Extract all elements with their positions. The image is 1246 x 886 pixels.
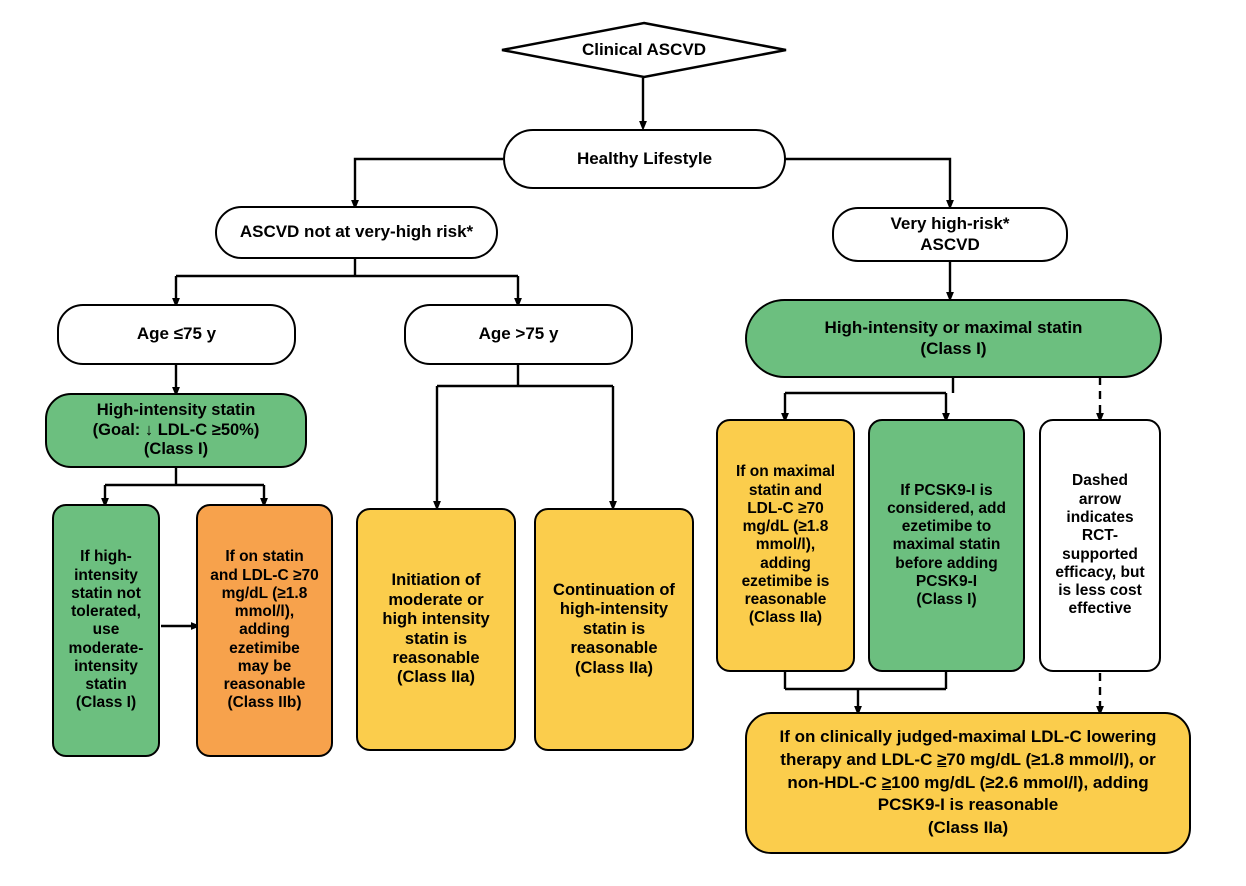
line: mg/dL (≥1.8 [221,584,308,602]
node-high-intensity-statin-goal[interactable]: High-intensity statin (Goal: ↓ LDL-C ≥50… [45,393,307,468]
line: mg/dL (≥1.8 [742,518,829,536]
line: Continuation of [553,580,675,599]
node-high-or-maximal-statin-line1: High-intensity or maximal statin [824,318,1083,338]
line: statin is [404,629,468,648]
line: therapy and LDL-C ≥70 mg/dL (≥1.8 mmol/l… [780,749,1155,772]
line: ezetimibe is [741,572,830,590]
node-ascvd-not-very-high-risk-label: ASCVD not at very-high risk* [239,222,474,242]
node-dashed-arrow-legend: Dashed arrow indicates RCT- supported ef… [1039,419,1161,672]
line: moderate or [388,590,484,609]
line: moderate- [68,639,144,657]
node-high-intensity-statin-goal-line2: (Goal: ↓ LDL-C ≥50%) [92,420,260,439]
line: intensity [74,657,138,675]
node-initiation-moderate-high[interactable]: Initiation of moderate or high intensity… [356,508,516,751]
line: LDL-C ≥70 [747,499,824,517]
node-age-gt-75-label: Age >75 y [478,324,559,344]
line: use [92,621,120,639]
line: Initiation of [391,571,481,590]
line: adding [239,621,290,639]
seg: therapy and LDL-C [780,749,938,769]
line: intensity [74,566,138,584]
node-ascvd-not-very-high-risk[interactable]: ASCVD not at very-high risk* [215,206,498,259]
line: reasonable [392,648,480,667]
node-high-intensity-statin-goal-line1: High-intensity statin [96,401,256,420]
line: may be [237,657,292,675]
line: maximal statin [892,536,1001,554]
line: If on clinically judged-maximal LDL-C lo… [779,726,1157,746]
line: ezetimibe [229,639,300,657]
line: and LDL-C ≥70 [210,566,319,584]
line: statin [85,676,127,694]
line: If on statin [225,548,304,566]
node-very-high-risk-ascvd-line1: Very high-risk* [890,214,1010,234]
line: indicates [1066,508,1134,526]
node-continuation-high-intensity[interactable]: Continuation of high-intensity statin is… [534,508,694,751]
line: before adding [895,554,998,572]
line: Dashed [1072,472,1128,490]
line: effective [1068,600,1132,618]
node-healthy-lifestyle-label: Healthy Lifestyle [576,148,713,168]
line: statin not [71,584,141,602]
line: mmol/l), [755,536,816,554]
line: arrow [1078,490,1122,508]
node-age-gt-75[interactable]: Age >75 y [404,304,633,365]
diamond-shape [501,21,787,79]
node-pcsk9i-considered[interactable]: If PCSK9-I is considered, add ezetimibe … [868,419,1025,672]
line: PCSK9-I [915,572,978,590]
line: reasonable [223,676,306,694]
line: If PCSK9-I is [900,481,993,499]
line: efficacy, but [1055,563,1145,581]
geq-symbol: ≥ [937,749,947,769]
node-healthy-lifestyle[interactable]: Healthy Lifestyle [503,129,786,189]
line: If on maximal [735,463,836,481]
node-age-le-75-label: Age ≤75 y [136,324,217,344]
seg: non-HDL-C [787,772,882,792]
geq-symbol: ≥ [881,772,892,792]
line: If high- [80,548,132,566]
line: (Class IIa) [927,818,1009,838]
node-high-or-maximal-statin-line2: (Class I) [920,338,987,358]
line: considered, add [887,499,1006,517]
line: supported [1062,545,1138,563]
line: reasonable [570,639,658,658]
line: (Class I) [75,694,137,712]
node-statin-not-tolerated[interactable]: If high- intensity statin not tolerated,… [52,504,160,757]
line: is less cost [1058,582,1142,600]
line: reasonable [744,591,827,609]
line: high intensity [382,610,490,629]
seg: 70 mg/dL (≥1.8 mmol/l), or [946,749,1156,769]
line: (Class IIa) [748,609,823,627]
line: statin is [582,619,646,638]
line: (Class IIa) [397,668,475,687]
line: non-HDL-C ≥100 mg/dL (≥2.6 mmol/l), addi… [787,772,1148,795]
seg: 100 mg/dL (≥2.6 mmol/l), adding [891,772,1149,792]
line: adding [760,554,811,572]
node-age-le-75[interactable]: Age ≤75 y [57,304,296,365]
node-high-or-maximal-statin[interactable]: High-intensity or maximal statin (Class … [745,299,1162,378]
line: (Class IIa) [575,658,653,677]
node-very-high-risk-ascvd-line2: ASCVD [920,234,980,254]
line: PCSK9-I is reasonable [877,795,1059,815]
line: (Class IIb) [227,694,302,712]
node-very-high-risk-ascvd[interactable]: Very high-risk* ASCVD [832,207,1068,262]
node-maximal-statin-ezetimibe[interactable]: If on maximal statin and LDL-C ≥70 mg/dL… [716,419,855,672]
line: mmol/l), [234,603,295,621]
node-high-intensity-statin-goal-line3: (Class I) [143,440,209,459]
node-statin-ldl70-ezetimibe[interactable]: If on statin and LDL-C ≥70 mg/dL (≥1.8 m… [196,504,333,757]
line: tolerated, [71,603,141,621]
line: (Class I) [916,591,977,609]
line: ezetimibe to [901,518,992,536]
line: RCT- [1081,527,1119,545]
line: statin and [748,481,823,499]
node-clinical-ascvd[interactable]: Clinical ASCVD [500,21,788,79]
line: high-intensity [559,600,669,619]
node-pcsk9i-reasonable[interactable]: If on clinically judged-maximal LDL-C lo… [745,712,1191,854]
node-clinical-ascvd-label: Clinical ASCVD [581,40,707,59]
